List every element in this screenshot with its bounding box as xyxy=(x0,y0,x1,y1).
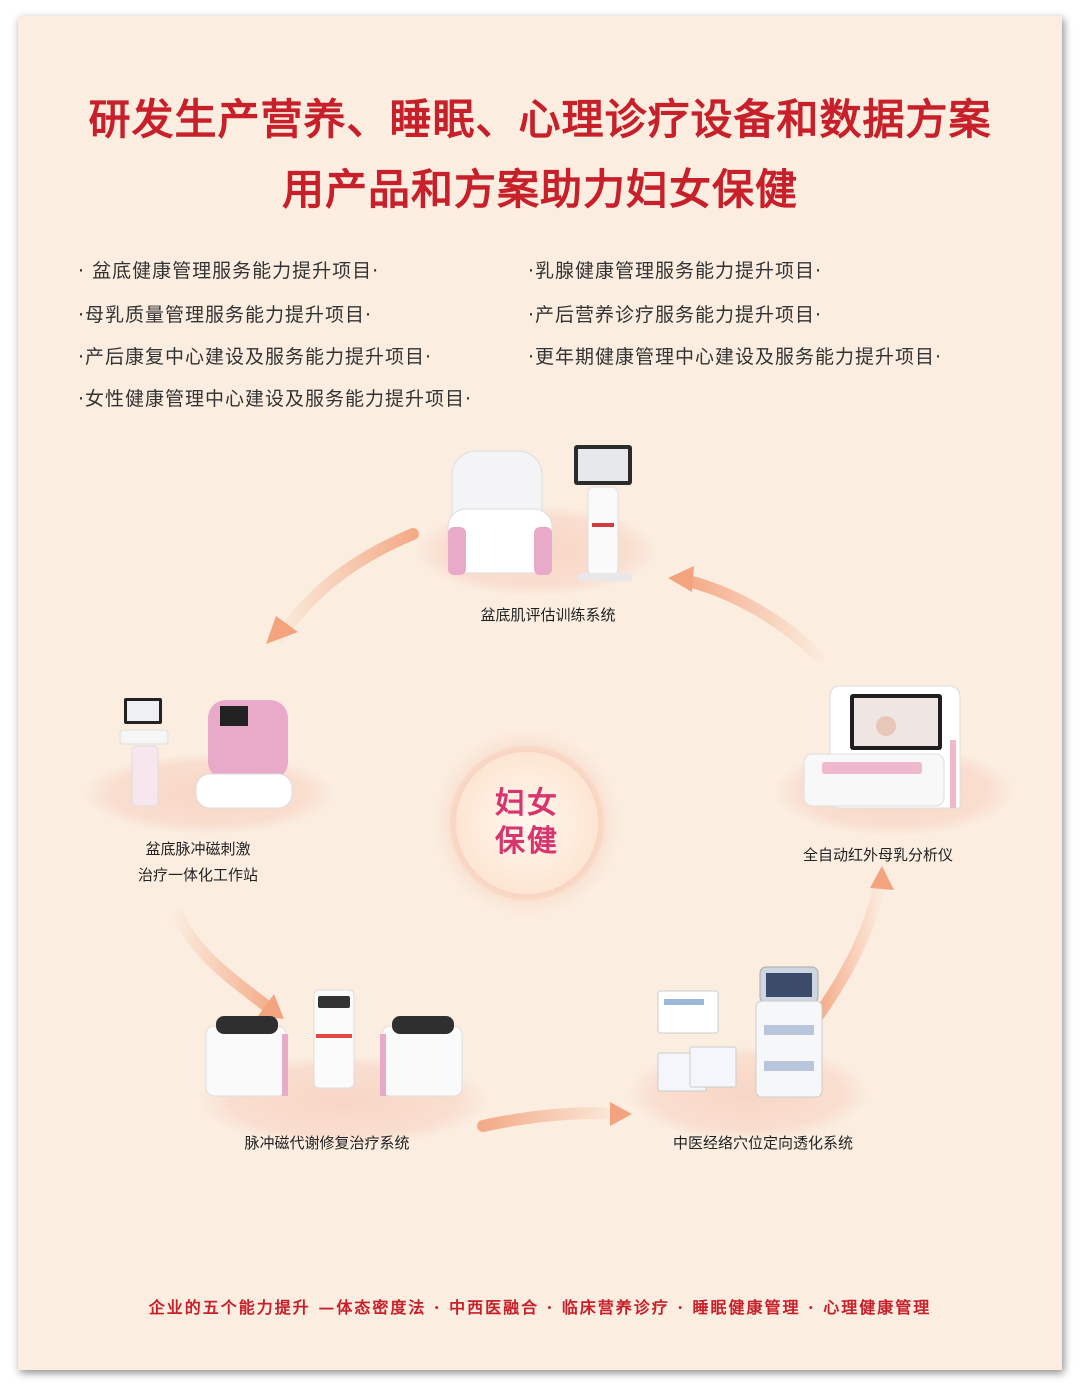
project-item: ·更年期健康管理中心建设及服务能力提升项目· xyxy=(528,346,943,368)
project-item: ·产后营养诊疗服务能力提升项目· xyxy=(528,304,823,326)
poster-page: 研发生产营养、睡眠、心理诊疗设备和数据方案 用产品和方案助力妇女保健 · 盆底健… xyxy=(18,16,1062,1370)
arrow-head xyxy=(266,616,298,644)
pelvic-trainer-device-image xyxy=(447,445,632,581)
project-item: ·女性健康管理中心建设及服务能力提升项目· xyxy=(78,388,473,410)
main-title-line-1: 研发生产营养、睡眠、心理诊疗设备和数据方案 xyxy=(88,95,992,144)
arrow-shaft xyxy=(274,528,419,644)
device-label-pelvic-trainer: 盆底肌评估训练系统 xyxy=(480,606,616,624)
cycle-arrows xyxy=(172,528,894,1132)
project-item: ·产后康复中心建设及服务能力提升项目· xyxy=(78,346,433,368)
arrow-shaft xyxy=(477,1107,624,1132)
project-item: ·母乳质量管理服务能力提升项目· xyxy=(78,304,373,326)
arrow-head xyxy=(668,566,694,592)
arrow-head xyxy=(610,1102,632,1126)
center-badge-text: 妇女 保健 xyxy=(487,785,567,861)
arrow-head xyxy=(870,866,894,890)
center-line-1: 妇女 xyxy=(495,786,559,821)
arrow-shaft xyxy=(812,875,886,1022)
arrow-shaft xyxy=(682,575,824,662)
device-label-pelvic-magnetic-line-1: 盆底脉冲磁刺激 xyxy=(145,840,251,858)
device-label-tcm-acupoint: 中医经络穴位定向透化系统 xyxy=(672,1134,853,1152)
tcm-acupoint-system-image xyxy=(657,966,823,1098)
footer-slogan: 企业的五个能力提升 —体态密度法 · 中西医融合 · 临床营养诊疗 · 睡眠健康… xyxy=(148,1298,932,1317)
arrow-shaft xyxy=(172,910,279,1017)
main-title-line-2: 用产品和方案助力妇女保健 xyxy=(281,165,798,214)
pelvic-magnetic-workstation-image xyxy=(119,698,293,809)
device-label-pelvic-magnetic-line-2: 治疗一体化工作站 xyxy=(137,866,258,884)
project-item: · 盆底健康管理服务能力提升项目· xyxy=(78,260,380,282)
center-badge: 妇女 保健 xyxy=(456,752,598,894)
center-line-2: 保健 xyxy=(495,824,559,859)
project-item: ·乳腺健康管理服务能力提升项目· xyxy=(528,260,823,282)
pulse-magnetic-system-image xyxy=(205,989,463,1097)
device-cycle: 盆底肌评估训练系统 盆底脉冲磁刺激 治疗一体化工作站 全自动红外母乳分析仪 xyxy=(18,16,1062,1370)
breast-milk-analyzer-image xyxy=(803,685,961,809)
device-label-breast-milk-analyzer: 全自动红外母乳分析仪 xyxy=(802,846,953,864)
device-label-pulse-magnetic: 脉冲磁代谢修复治疗系统 xyxy=(244,1134,410,1152)
arrow-head xyxy=(258,994,284,1019)
